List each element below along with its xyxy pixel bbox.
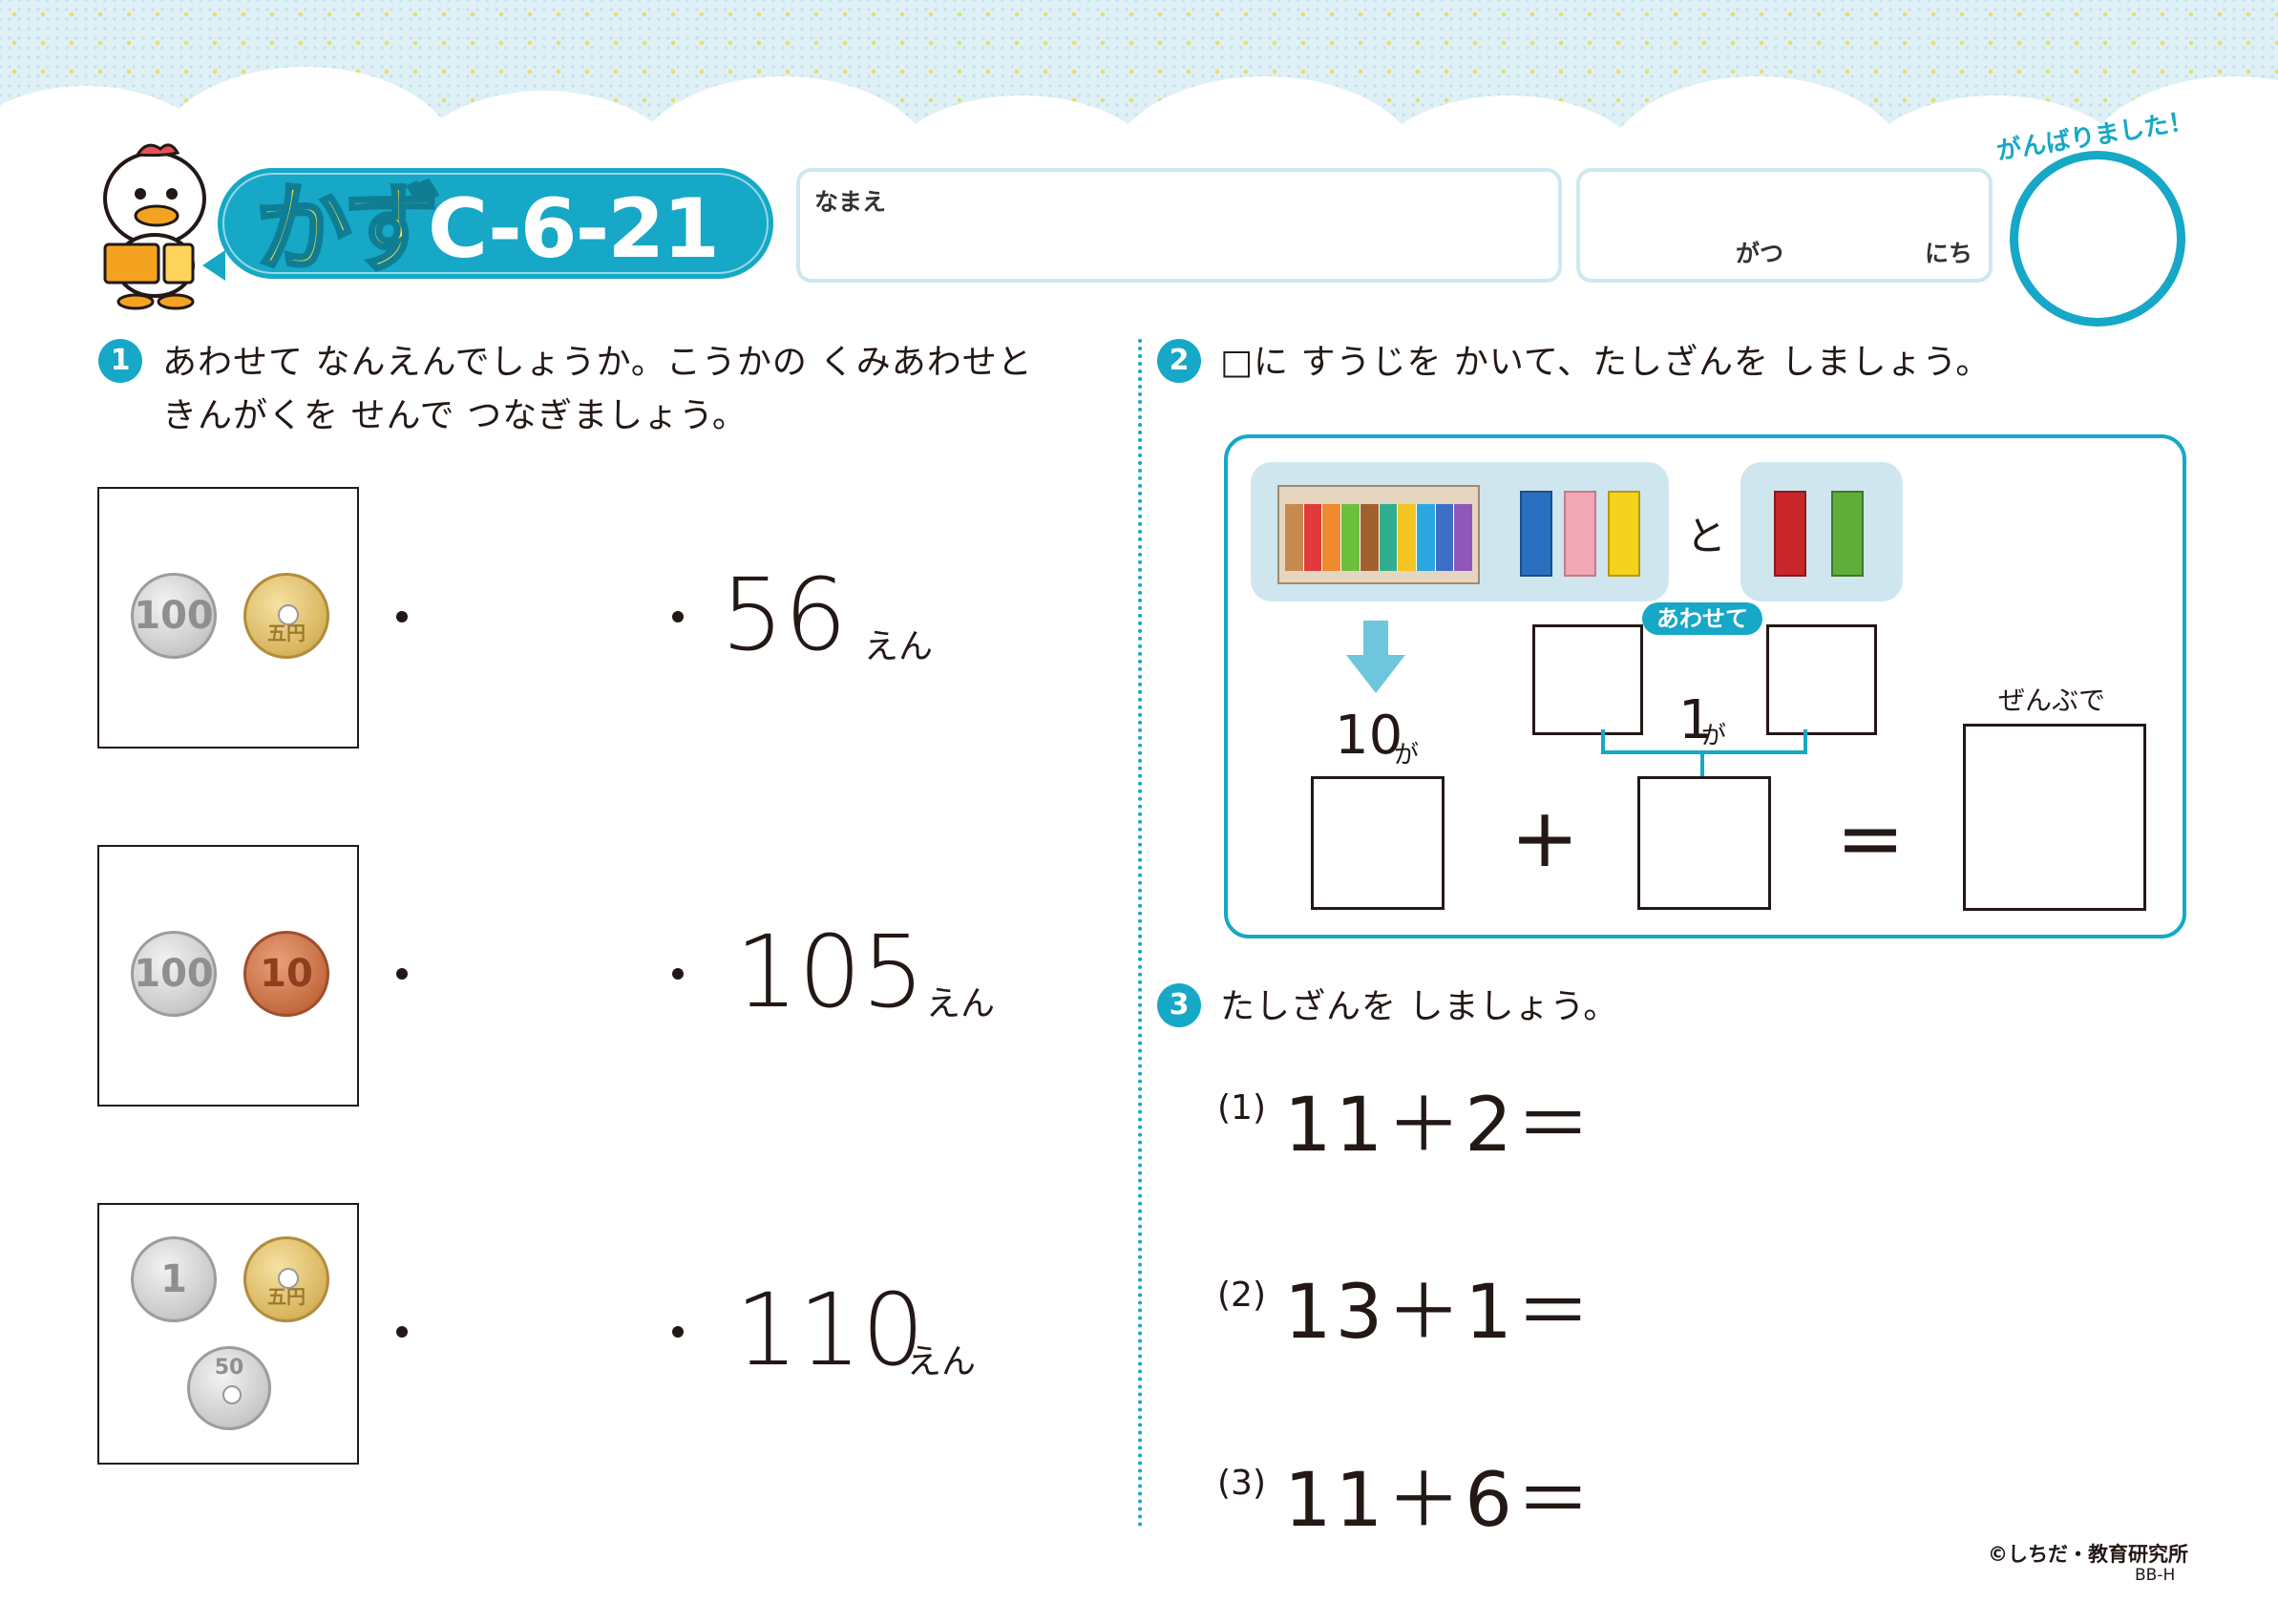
q1-text-line1: あわせて なんえんでしょうか。こうかの くみあわせと <box>162 343 1033 382</box>
book-yellow-icon <box>1608 491 1640 577</box>
question-number: 3 <box>1157 983 1201 1027</box>
title-code: C-6-21 <box>428 181 720 277</box>
match-dot[interactable] <box>396 611 408 622</box>
ones-addend-box-2[interactable] <box>1766 624 1877 735</box>
match-dot[interactable] <box>396 968 408 980</box>
title-kana: かず <box>254 171 443 286</box>
arrow-down-icon <box>1363 621 1388 657</box>
equals-sign: = <box>1836 791 1906 886</box>
q1-text-line2: きんがくを せんで つなぎましょう。 <box>162 396 748 435</box>
tens-value: 10 <box>1335 705 1403 767</box>
title-pointer <box>202 250 225 281</box>
coin-1-icon: 1 <box>131 1236 217 1322</box>
book-group-small <box>1740 462 1903 601</box>
date-field[interactable] <box>1576 168 1993 283</box>
ones-addend-box-1[interactable] <box>1532 624 1643 735</box>
book-blue-icon <box>1520 491 1552 577</box>
ones-value: 1 <box>1678 689 1713 751</box>
amount-value: 105 <box>735 914 925 1030</box>
arrow-down-head <box>1346 655 1405 693</box>
q2-text: □に すうじを かいて、たしざんを しましょう。 <box>1220 343 1992 382</box>
bracket-line <box>1700 750 1704 777</box>
q2-panel <box>1224 434 2186 939</box>
coin-50-icon: 50 <box>187 1346 271 1430</box>
problem-index: (2) <box>1217 1276 1266 1315</box>
match-dot[interactable] <box>396 1326 408 1338</box>
month-label: がつ <box>1736 240 1784 267</box>
problem-index: (1) <box>1217 1088 1266 1128</box>
amount-unit: えん <box>926 984 996 1023</box>
book-pink-icon <box>1564 491 1596 577</box>
day-label: にち <box>1925 240 1973 267</box>
zenbude-label: ぜんぶで <box>1998 685 2106 716</box>
bracket-line <box>1601 750 1807 754</box>
problem-expression: 11＋2＝ <box>1284 1083 1594 1169</box>
book-green-icon <box>1831 491 1864 577</box>
awasete-label: あわせて <box>1642 602 1762 635</box>
match-dot[interactable] <box>672 968 684 980</box>
coin-5-icon: 五円 <box>243 1236 329 1322</box>
match-dot[interactable] <box>672 611 684 622</box>
sheet-code: BB-H <box>2135 1566 2176 1585</box>
name-label: なまえ <box>814 188 887 216</box>
ones-answer-box[interactable] <box>1637 776 1771 910</box>
coin-100-icon: 100 <box>131 573 217 659</box>
question-number: 1 <box>98 339 142 383</box>
name-field[interactable] <box>796 168 1562 283</box>
total-answer-box[interactable] <box>1963 724 2146 911</box>
coin-100-icon: 100 <box>131 931 217 1017</box>
problem-expression: 11＋6＝ <box>1284 1458 1594 1544</box>
bracket-line <box>1601 729 1605 752</box>
coin-card: 100 10 <box>97 845 359 1107</box>
coin-card: 1 五円 50 <box>97 1203 359 1465</box>
duck-mascot-icon <box>103 143 206 310</box>
coin-10-icon: 10 <box>243 931 329 1017</box>
bracket-line <box>1803 729 1807 752</box>
problem-index: (3) <box>1217 1464 1266 1503</box>
column-divider <box>1138 339 1142 1528</box>
stamp-circle[interactable] <box>2010 151 2185 327</box>
amount-unit: えん <box>907 1342 977 1381</box>
coin-card: 100 五円 <box>97 487 359 749</box>
q3-text: たしざんを しましょう。 <box>1220 987 1619 1026</box>
tens-suffix: が <box>1394 741 1420 770</box>
question-number: 2 <box>1157 339 1201 383</box>
match-dot[interactable] <box>672 1326 684 1338</box>
amount-value: 56 <box>721 557 848 673</box>
tens-answer-box[interactable] <box>1311 776 1445 910</box>
amount-unit: えん <box>864 627 934 666</box>
problem-expression: 13＋1＝ <box>1284 1270 1594 1356</box>
ones-suffix: が <box>1701 722 1727 750</box>
book-red-icon <box>1774 491 1806 577</box>
coin-5-icon: 五円 <box>243 573 329 659</box>
plus-sign: + <box>1510 791 1580 886</box>
to-text: と <box>1686 513 1727 559</box>
title-banner <box>218 168 773 279</box>
copyright: ©しちだ・教育研究所 <box>1988 1543 2188 1566</box>
bookshelf-icon <box>1277 485 1480 584</box>
amount-value: 110 <box>735 1272 925 1388</box>
